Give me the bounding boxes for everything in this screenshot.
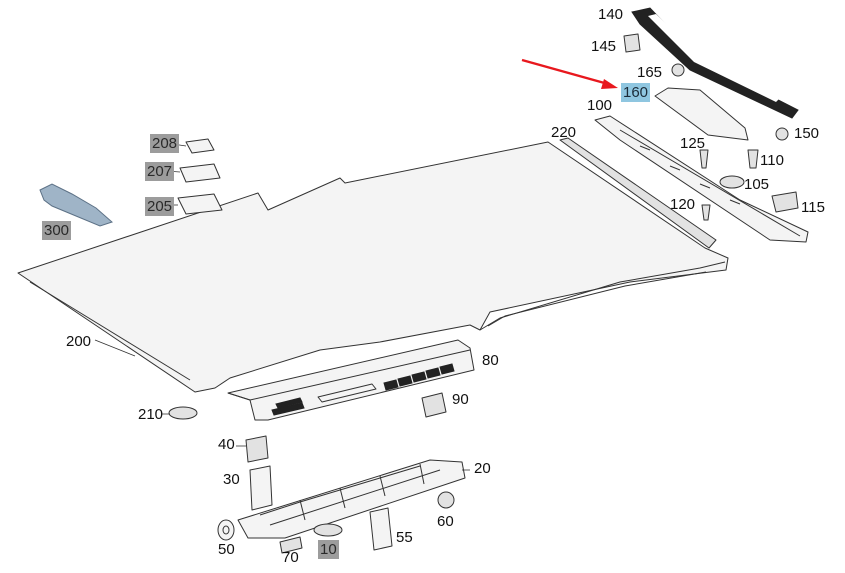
label-125[interactable]: 125: [680, 135, 706, 152]
clip-110: [747, 149, 759, 169]
grommet-10: [313, 523, 343, 537]
label-300[interactable]: 300: [42, 221, 72, 240]
clip-208: [185, 138, 215, 154]
label-115[interactable]: 115: [801, 199, 825, 216]
clip-90: [421, 392, 447, 418]
label-150[interactable]: 150: [794, 125, 820, 142]
label-50[interactable]: 50: [218, 541, 235, 558]
label-210[interactable]: 210: [138, 406, 164, 423]
plate-30: [249, 465, 273, 511]
sill-trim-80-top: [227, 349, 471, 401]
label-100[interactable]: 100: [587, 97, 613, 114]
label-220[interactable]: 220: [551, 124, 577, 141]
end-cap-115: [771, 191, 799, 213]
clip-40: [245, 435, 269, 463]
washer-50: [217, 519, 235, 541]
nut-60: [437, 491, 455, 509]
rail-bracket-20-detail: [259, 463, 441, 526]
screw-125: [699, 149, 709, 169]
label-30[interactable]: 30: [223, 471, 240, 488]
label-165[interactable]: 165: [637, 64, 663, 81]
clip-207: [179, 163, 221, 183]
clip-145: [623, 33, 641, 53]
label-105[interactable]: 105: [744, 176, 770, 193]
trim-strip-220: [559, 137, 717, 249]
cap-105: [719, 175, 745, 189]
label-205[interactable]: 205: [145, 197, 175, 216]
floor-mat-edge-strip-2: [487, 271, 707, 327]
label-208[interactable]: 208: [150, 134, 180, 153]
label-207[interactable]: 207: [145, 162, 175, 181]
label-40[interactable]: 40: [218, 436, 235, 453]
rail-100: [594, 115, 809, 243]
floor-mat-outline: [17, 141, 729, 393]
label-110[interactable]: 110: [760, 152, 784, 169]
leader-200: [94, 339, 136, 357]
floor-mat-edge-strip: [479, 261, 726, 331]
block-55: [369, 507, 393, 551]
label-145[interactable]: 145: [591, 38, 617, 55]
screw-70: [279, 536, 303, 554]
sill-trim-80: [227, 339, 475, 421]
push-pin-165: [671, 63, 685, 77]
label-90[interactable]: 90: [452, 391, 469, 408]
floor-mat-inner-edge: [29, 281, 191, 381]
label-160[interactable]: 160: [621, 83, 651, 102]
label-140[interactable]: 140: [598, 6, 624, 23]
label-200[interactable]: 200: [66, 333, 92, 350]
label-10[interactable]: 10: [318, 540, 339, 559]
label-55[interactable]: 55: [396, 529, 413, 546]
clip-205: [177, 193, 223, 215]
push-pin-150: [775, 127, 789, 141]
sill-trim-80-stripes: [271, 363, 455, 416]
label-120[interactable]: 120: [670, 196, 696, 213]
highlight-arrow: [521, 58, 618, 89]
bracket-300: [39, 183, 113, 227]
label-80[interactable]: 80: [482, 352, 499, 369]
label-70[interactable]: 70: [282, 549, 299, 566]
trim-strip-140-inner: [648, 14, 780, 102]
label-60[interactable]: 60: [437, 513, 454, 530]
label-20[interactable]: 20: [474, 460, 491, 477]
clip-120: [701, 204, 711, 221]
rail-100-detail: [619, 129, 801, 237]
panel-160: [654, 87, 749, 141]
pad-210: [168, 406, 198, 420]
